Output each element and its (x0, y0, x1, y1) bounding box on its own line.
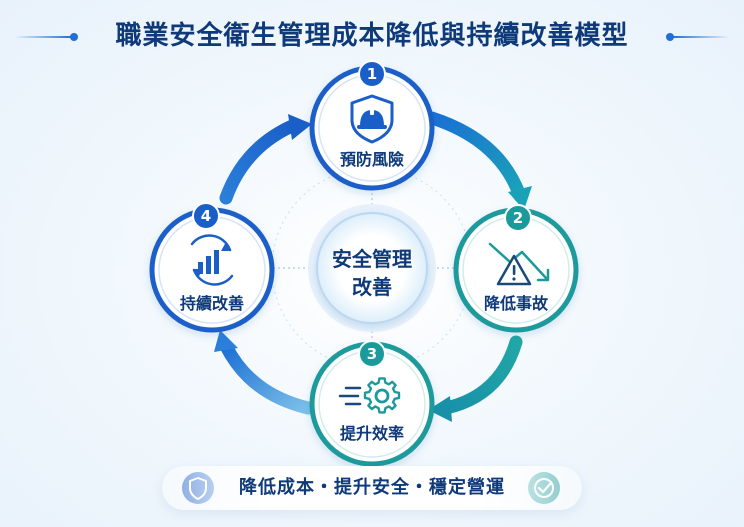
center-label: 安全管理 改善 (312, 245, 432, 301)
arrow-4-to-1-head (288, 114, 312, 140)
step-node-2 (453, 204, 579, 333)
shield-helmet-icon (350, 94, 394, 144)
center-label-line2: 改善 (352, 275, 392, 299)
bottom-banner (162, 466, 582, 510)
warning-trend-down-icon (488, 242, 550, 286)
arrow-3-to-4-head (214, 330, 238, 352)
step-label-4: 持續改善 (179, 294, 244, 313)
step-badge-4: 4 (200, 207, 212, 225)
center-circle (316, 212, 428, 324)
step-label-3: 提升效率 (339, 424, 404, 443)
step-badge-3: 3 (366, 345, 378, 363)
step-badge-2: 2 (512, 209, 524, 227)
arrow-4-to-1 (219, 119, 299, 205)
arrow-1-to-2 (425, 111, 527, 203)
bar-chart-cycle-icon (190, 234, 234, 286)
gear-speed-icon (338, 377, 401, 414)
step-node-1 (309, 60, 435, 191)
page-title: 職業安全衛生管理成本降低與持續改善模型 (115, 21, 629, 51)
center-label-line1: 安全管理 (332, 247, 412, 271)
title-decor-dot-left (70, 33, 78, 41)
title-bar: 職業安全衛生管理成本降低與持續改善模型 (0, 16, 744, 56)
arrow-3-to-4 (219, 339, 315, 415)
arrow-2-to-3-head (428, 396, 452, 422)
arrow-1-to-2-head (508, 186, 532, 210)
title-decor-line-left (14, 36, 72, 38)
title-decor-dot-right (666, 33, 674, 41)
step-label-1: 預防風險 (339, 150, 404, 169)
step-label-2: 降低事故 (483, 294, 548, 313)
step-node-3 (309, 340, 435, 467)
step-node-4 (149, 202, 275, 333)
step-badge-1: 1 (366, 65, 378, 83)
title-decor-line-right (672, 36, 730, 38)
arrow-2-to-3 (439, 335, 523, 415)
banner-text: 降低成本・提升安全・穩定營運 (239, 477, 505, 498)
